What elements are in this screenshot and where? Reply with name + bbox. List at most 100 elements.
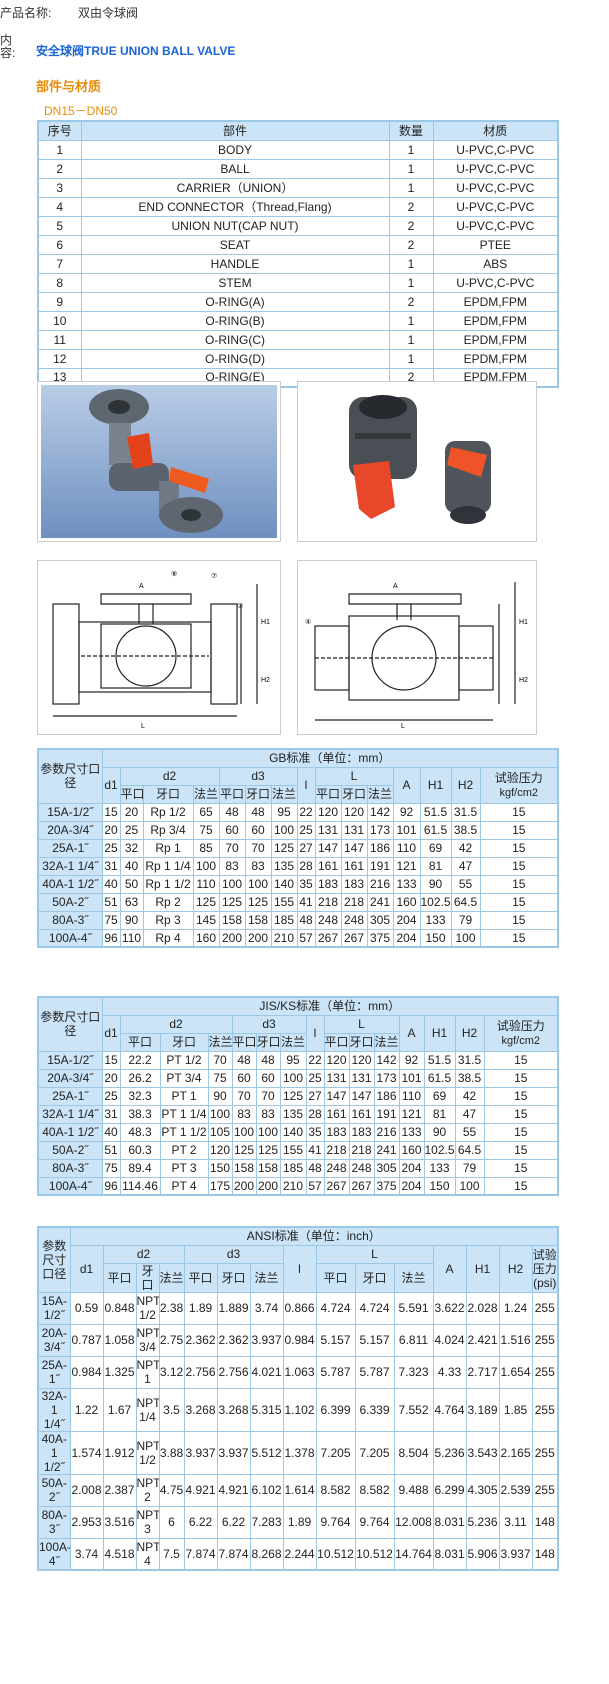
table-cell: 1.24 [498, 1291, 533, 1325]
gb-header-l: L [314, 766, 394, 786]
ansi-header-d2: d2 [102, 1244, 185, 1264]
table-cell: 51 [101, 1140, 121, 1160]
table-cell: NPT 1/2 [135, 1291, 160, 1325]
table-cell: 160 [392, 892, 421, 912]
table-cell: 200 [218, 928, 246, 948]
table-cell: 15 [479, 820, 559, 840]
table-cell: 1.889 [216, 1291, 251, 1325]
table-cell: 3.937 [216, 1430, 251, 1475]
table-cell: 6 [158, 1505, 185, 1539]
table-cell: 48.3 [119, 1122, 161, 1142]
table-cell: 2 [388, 234, 434, 255]
jis-header-d3: d3 [231, 1014, 307, 1034]
table-cell: 85 [192, 838, 220, 858]
table-cell: 15 [479, 856, 559, 876]
gb-header-d1: d1 [101, 766, 121, 804]
table-cell: 183 [348, 1122, 375, 1142]
table-cell: 100 [244, 874, 272, 894]
table-cell: 61.5 [423, 1068, 456, 1088]
table-cell: 41 [305, 1140, 325, 1160]
table-cell: 100 [279, 1068, 307, 1088]
table-cell: Rp 3/4 [142, 820, 194, 840]
section-title: 部件与材质 [36, 79, 102, 94]
table-cell: 31.5 [454, 1050, 485, 1070]
table-cell: 48 [305, 1158, 325, 1178]
jis-l-flat: 平口 [323, 1032, 350, 1052]
table-cell: 15 [479, 928, 559, 948]
table-cell: U-PVC,C-PVC [432, 196, 559, 217]
ansi-header-l-small: l [282, 1244, 317, 1293]
table-cell: 20A-3/4˝ [37, 820, 103, 840]
table-cell: 40 [101, 1122, 121, 1142]
table-cell: 4 [37, 196, 82, 217]
table-cell: 5.787 [354, 1355, 395, 1389]
jis-header-param: 参数尺寸口径 [37, 996, 103, 1052]
table-cell: 15 [479, 874, 559, 894]
table-cell: 4.024 [432, 1323, 467, 1357]
label-a: A [139, 583, 144, 590]
jis-header-d1: d1 [101, 1014, 121, 1052]
table-cell: 1 [388, 310, 434, 331]
table-cell: 255 [531, 1430, 559, 1475]
table-cell: 185 [279, 1158, 307, 1178]
table-cell: PT 4 [159, 1176, 209, 1196]
ansi-d3-flat: 平口 [183, 1262, 218, 1293]
table-cell: 0.787 [69, 1323, 104, 1357]
label-h2: H2 [261, 677, 270, 684]
table-cell: 4.33 [432, 1355, 467, 1389]
table-cell: 255 [531, 1473, 559, 1507]
table-cell: NPT 1/4 [135, 1387, 160, 1432]
table-cell: 27 [305, 1086, 325, 1106]
table-cell: 125 [255, 1140, 281, 1160]
table-cell: 31.5 [450, 802, 481, 822]
table-cell: 173 [366, 820, 394, 840]
table-cell: 2 [37, 158, 82, 179]
table-cell: 102.5 [419, 892, 452, 912]
table-cell: 3.74 [249, 1291, 284, 1325]
table-cell: O-RING(C) [80, 329, 390, 350]
table-cell: 8.031 [432, 1505, 467, 1539]
table-cell: U-PVC,C-PVC [432, 177, 559, 198]
table-cell: NPT 2 [135, 1473, 160, 1507]
table-cell: 15A-1/2˝ [37, 1291, 71, 1325]
table-cell: HANDLE [80, 253, 390, 274]
table-cell: 147 [340, 838, 368, 858]
table-cell: 1.325 [102, 1355, 137, 1389]
table-cell: 204 [398, 1176, 425, 1196]
table-cell: 0.848 [102, 1291, 137, 1325]
ansi-header-test: 试验压力(psi) [531, 1244, 559, 1293]
table-cell: 100 [255, 1122, 281, 1142]
table-cell: 26.2 [119, 1068, 161, 1088]
table-cell: 50A-2˝ [37, 1473, 71, 1507]
table-cell: 38.3 [119, 1104, 161, 1124]
table-cell: 100 [450, 928, 481, 948]
table-cell: 57 [296, 928, 316, 948]
table-cell: 8.504 [393, 1430, 434, 1475]
table-cell: 40A-1 1/2˝ [37, 874, 103, 894]
table-cell: 5.157 [354, 1323, 395, 1357]
table-cell: 161 [323, 1104, 350, 1124]
table-cell: 25 [119, 820, 144, 840]
table-cell: 161 [314, 856, 342, 876]
drawing2-label-a: A [393, 583, 398, 590]
label-3: ③ [237, 602, 243, 610]
table-cell: 48 [296, 910, 316, 930]
table-cell: 102.5 [423, 1140, 456, 1160]
table-cell: 4.921 [183, 1473, 218, 1507]
table-cell: 50A-2˝ [37, 892, 103, 912]
table-cell: 1.102 [282, 1387, 317, 1432]
title-cn: 安全球阀 [36, 44, 85, 58]
table-cell: 191 [366, 856, 394, 876]
table-cell: 120 [348, 1050, 375, 1070]
table-cell: 14.764 [393, 1537, 434, 1571]
table-cell: 15A-1/2˝ [37, 1050, 103, 1070]
ansi-test-label: 试验压力 [532, 1247, 557, 1276]
table-cell: Rp 4 [142, 928, 194, 948]
table-cell: U-PVC,C-PVC [432, 272, 559, 293]
table-cell: 160 [192, 928, 220, 948]
